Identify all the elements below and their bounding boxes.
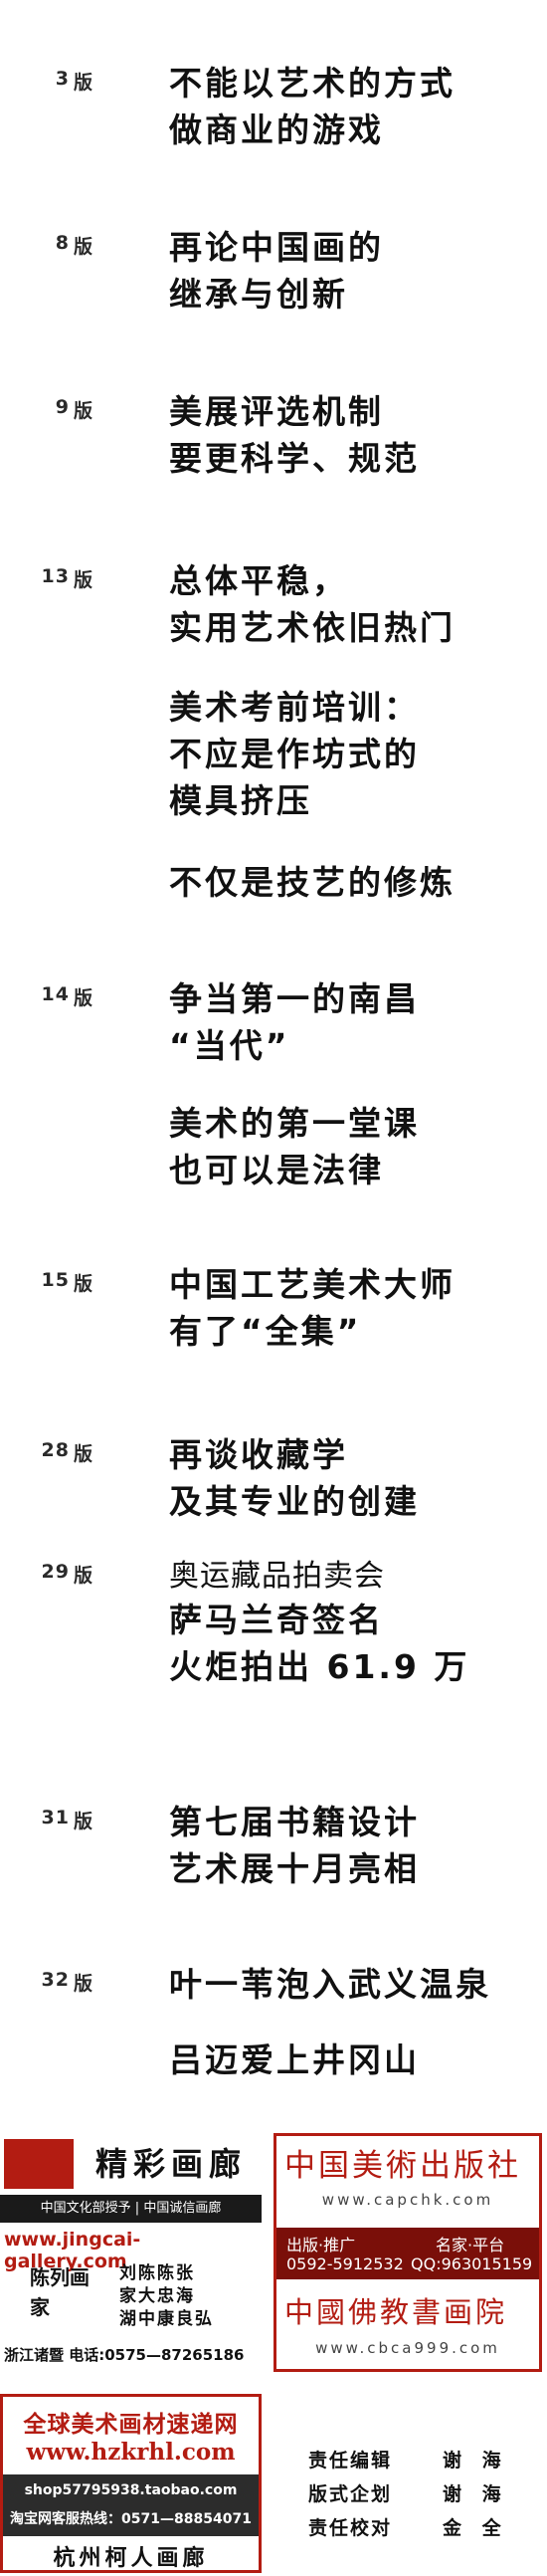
ad-label: 陈列画家 — [30, 2265, 90, 2319]
headline[interactable]: 再论中国画的 继承与创新 — [169, 228, 384, 314]
credit-role: 责任校对 — [308, 2517, 393, 2539]
headline[interactable]: 中国工艺美术大师 有了“全集” — [169, 1265, 456, 1351]
headline[interactable]: 争当第一的南昌 “当代” — [169, 979, 420, 1065]
page-unit: 版 — [74, 1565, 93, 1587]
ad-hotline: 淘宝网客服热线：0571—88854071 — [10, 2511, 252, 2527]
ad-shop-link[interactable]: shop57795938.taobao.com — [24, 2482, 238, 2498]
headline[interactable]: 美展评选机制 要更科学、规范 — [169, 392, 420, 478]
ad-title: 中国美術出版社 — [284, 2148, 521, 2184]
capchk-ad[interactable]: 中国美術出版社 www.capchk.com 出版·推广 名家·平台 0592-… — [274, 2133, 542, 2372]
page-unit: 版 — [74, 1443, 93, 1465]
ad-title: 精彩画廊 — [95, 2145, 248, 2183]
ad-contact: 浙江诸暨 电话:0575—87265186 — [4, 2346, 245, 2364]
page-unit: 版 — [74, 569, 93, 591]
credit-name: 金 全 — [443, 2517, 508, 2539]
ad-url-link[interactable]: www.capchk.com — [321, 2191, 494, 2209]
headline[interactable]: 美术的第一堂课 也可以是法律 — [169, 1104, 420, 1189]
credit-role: 版式企划 — [308, 2483, 393, 2505]
kehren-gallery-ad[interactable]: 全球美术画材速递网 www.hzkrhl.com shop57795938.ta… — [0, 2394, 262, 2573]
page-number: 29 — [41, 1561, 70, 1583]
page-number: 14 — [41, 983, 70, 1005]
headline[interactable]: 总体平稳， 实用艺术依旧热门 — [169, 561, 456, 647]
ad-title: 全球美术画材速递网 — [23, 2412, 239, 2438]
page-unit: 版 — [74, 400, 93, 422]
page-unit: 版 — [74, 1811, 93, 1832]
page-unit: 版 — [74, 236, 93, 258]
ad-url-link[interactable]: www.jingcai-gallery.com — [4, 2229, 141, 2272]
ad-subtitle: 中国文化部授予 | 中国诚信画廊 — [0, 2195, 262, 2223]
ad-url-link-2[interactable]: www.cbca999.com — [315, 2339, 500, 2357]
jingcai-gallery-ad[interactable]: 精彩画廊 中国文化部授予 | 中国诚信画廊 www.jingcai-galler… — [0, 2133, 262, 2387]
ad-url-link[interactable]: www.hzkrhl.com — [26, 2439, 236, 2466]
page-number: 8 — [55, 232, 70, 254]
page-number: 15 — [41, 1269, 70, 1291]
credit-role: 责任编辑 — [308, 2450, 393, 2471]
credit-name: 谢 海 — [443, 2483, 508, 2505]
page-unit: 版 — [74, 1273, 93, 1295]
ad-info-bar: shop57795938.taobao.com 淘宝网客服热线：0571—888… — [3, 2474, 259, 2536]
credit-name: 谢 海 — [443, 2450, 508, 2471]
page-number: 9 — [55, 396, 70, 418]
editorial-credits: 责任编辑 谢 海 版式企划 谢 海 责任校对 金 全 — [308, 2446, 537, 2547]
page-number: 28 — [41, 1439, 70, 1461]
headline[interactable]: 吕迈爱上井冈山 — [169, 2040, 420, 2079]
headline[interactable]: 不仅是技艺的修炼 — [169, 863, 456, 902]
page-number: 32 — [41, 1969, 70, 1991]
headline[interactable]: 再谈收藏学 及其专业的创建 — [169, 1435, 420, 1521]
headline[interactable]: 第七届书籍设计 艺术展十月亮相 — [169, 1803, 420, 1888]
page-number: 3 — [55, 68, 70, 90]
page-unit: 版 — [74, 987, 93, 1009]
headline[interactable]: 不能以艺术的方式 做商业的游戏 — [169, 64, 456, 149]
ad-info-bar: 出版·推广 名家·平台 0592-5912532 QQ:963015159 — [276, 2228, 539, 2279]
headline[interactable]: 美术考前培训： 不应是作坊式的 模具挤压 — [169, 688, 420, 820]
ad-name: 杭州柯人画廊 — [53, 2546, 209, 2571]
gallery-logo-block — [4, 2139, 74, 2189]
page-number: 13 — [41, 565, 70, 587]
headline[interactable]: 叶一苇泡入武义温泉 — [169, 1965, 491, 2004]
credit-row: 责任校对 金 全 — [308, 2513, 537, 2547]
ad-phone: 0592-5912532 — [286, 2254, 404, 2273]
ad-service-left: 出版·推广 — [286, 2236, 356, 2254]
page-number: 31 — [41, 1807, 70, 1828]
page-unit: 版 — [74, 72, 93, 94]
ad-service-right: 名家·平台 — [436, 2236, 505, 2254]
credit-row: 责任编辑 谢 海 — [308, 2446, 537, 2479]
credit-row: 版式企划 谢 海 — [308, 2479, 537, 2513]
headline-kicker: 奥运藏品拍卖会 — [169, 1559, 385, 1594]
ad-artist-names: 刘陈陈张 家大忠海 湖中康良弘 — [119, 2263, 214, 2329]
ad-qq: QQ:963015159 — [411, 2254, 533, 2273]
headline[interactable]: 萨马兰奇签名 火炬拍出 61.9 万 — [169, 1601, 470, 1686]
ad-name: 中國佛教書画院 — [284, 2295, 508, 2329]
page-unit: 版 — [74, 1973, 93, 1995]
